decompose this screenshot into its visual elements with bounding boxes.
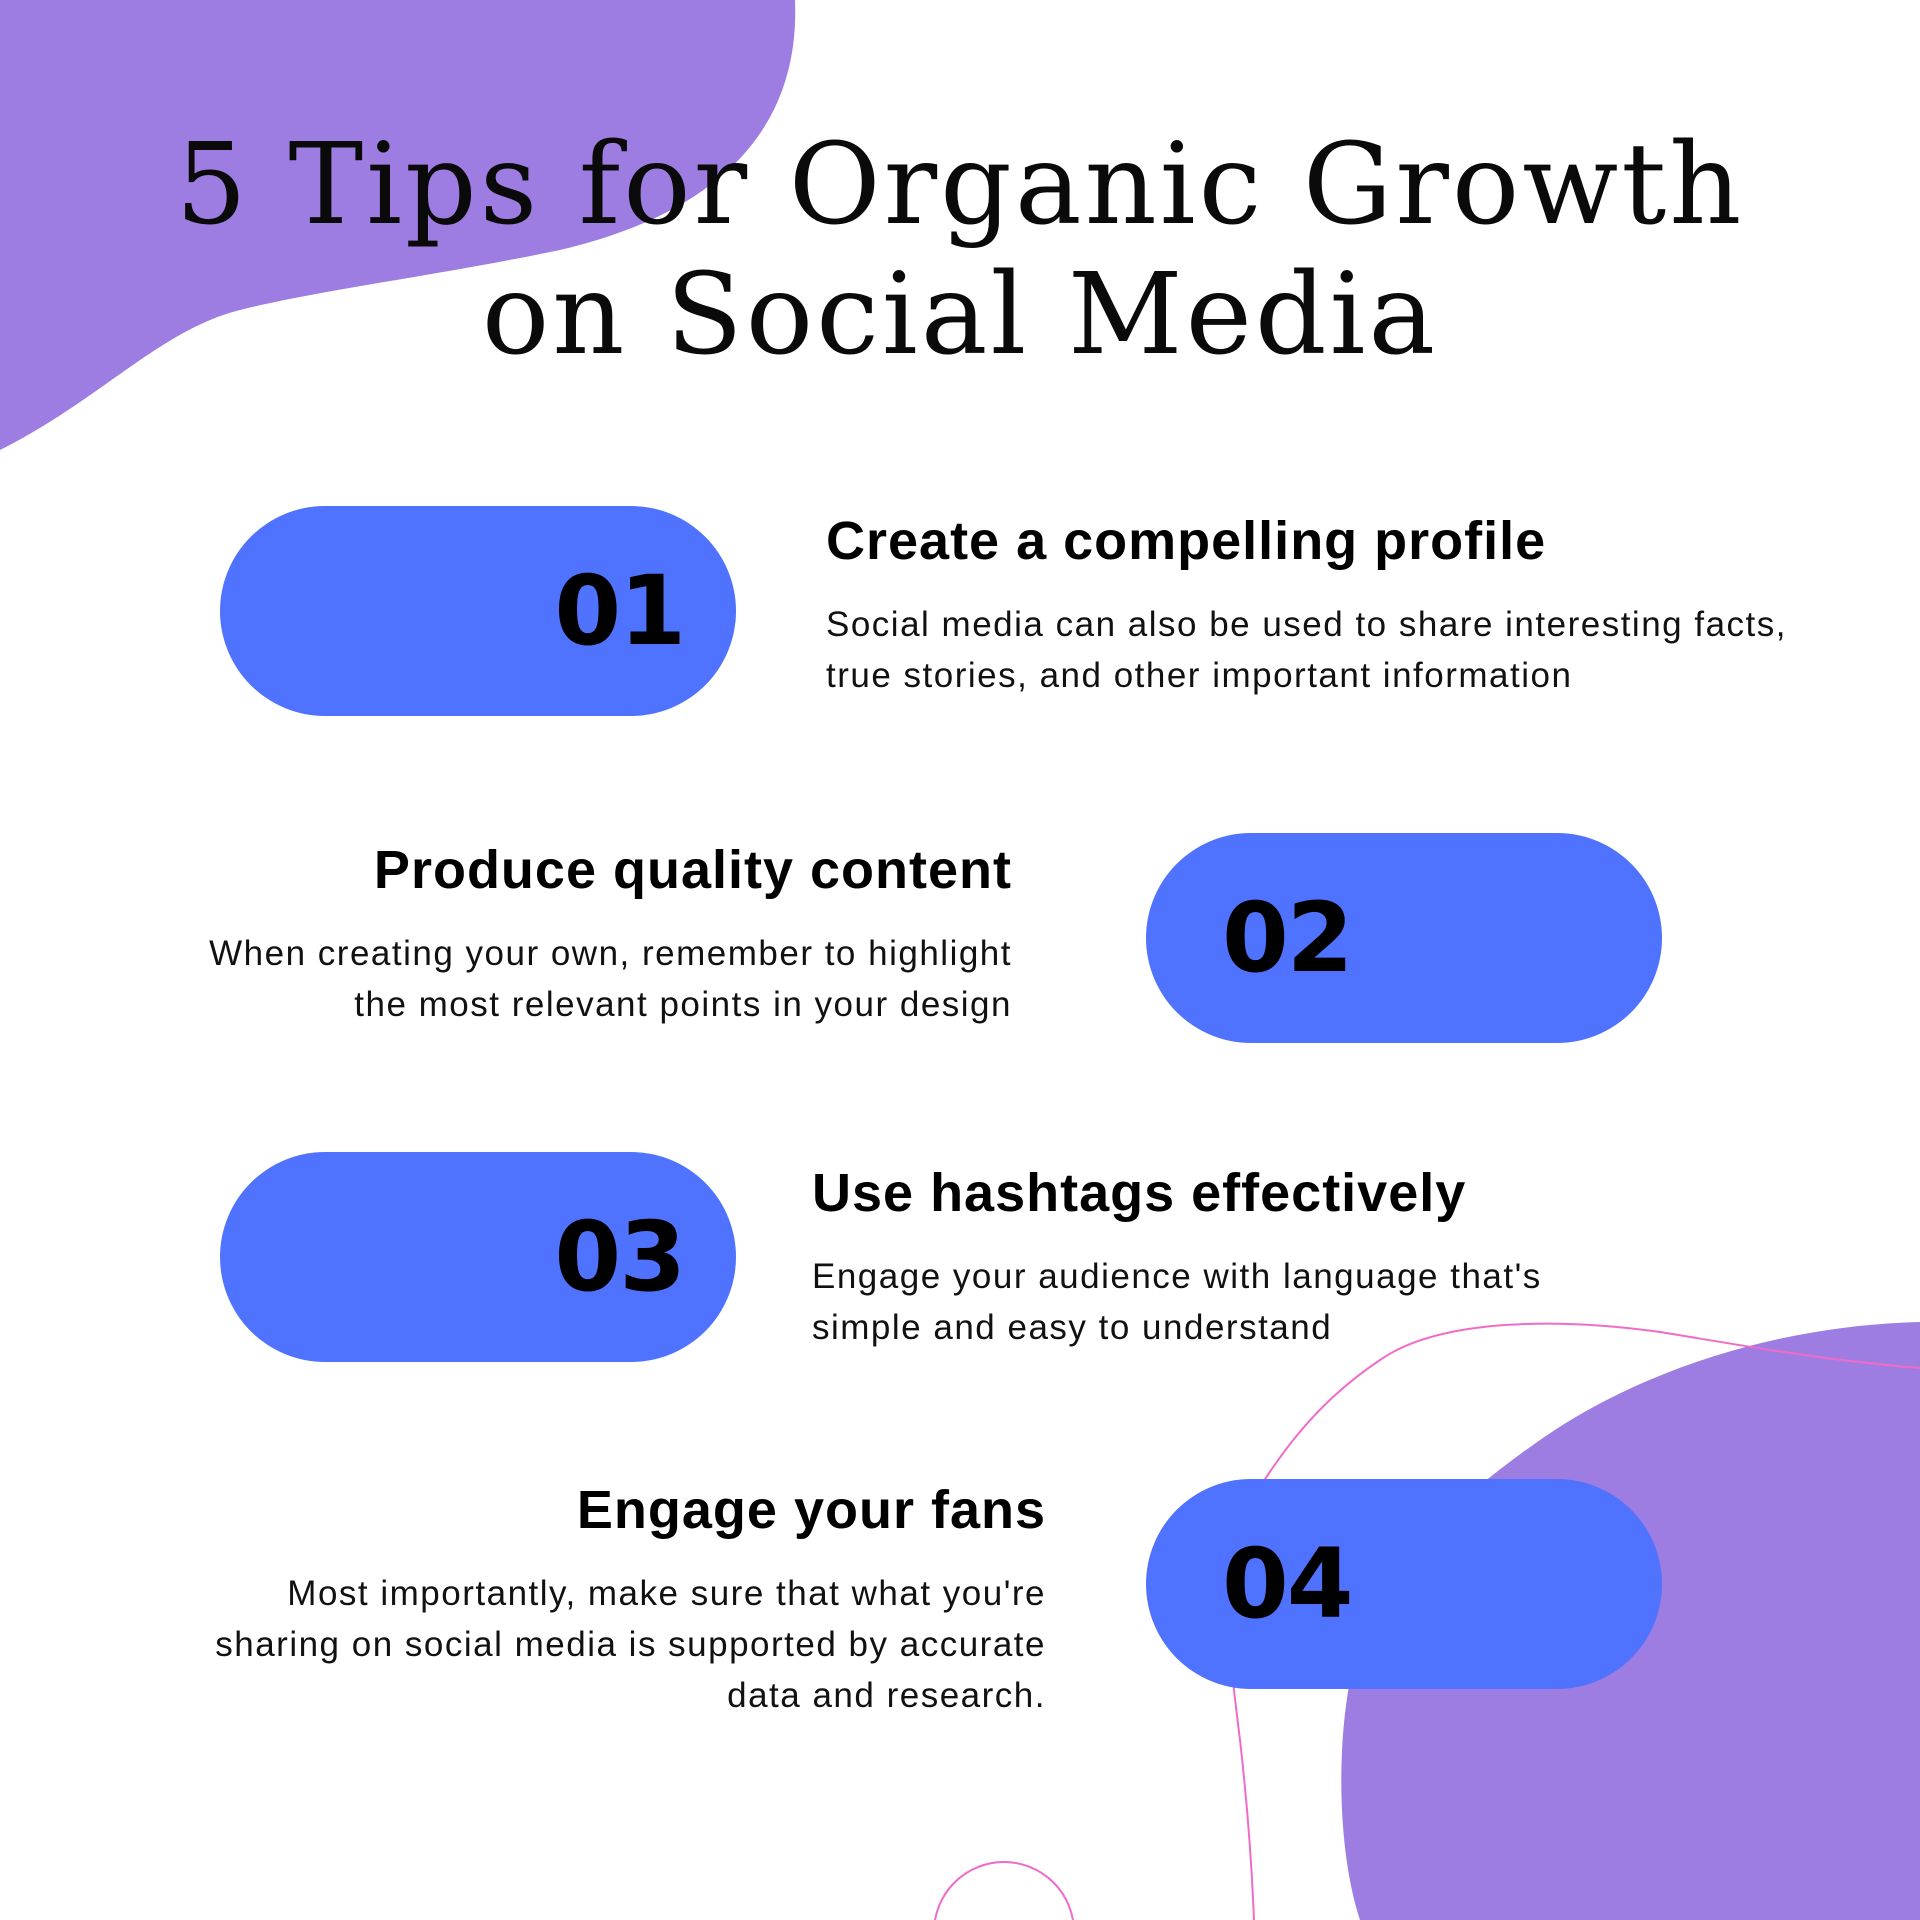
tip-heading-01: Create a compelling profile xyxy=(826,511,1547,571)
tip-body-01: Social media can also be used to share i… xyxy=(826,599,1787,701)
tip-heading-02: Produce quality content xyxy=(373,840,1012,900)
tip-number-03: 03 xyxy=(554,1201,686,1313)
tip-03: Use hashtags effectively Engage your aud… xyxy=(812,1161,1542,1353)
tip-body-04: Most importantly, make sure that what yo… xyxy=(215,1568,1046,1721)
tip-body-03-line-2: simple and easy to understand xyxy=(812,1308,1333,1347)
tip-body-03: Engage your audience with language that'… xyxy=(812,1251,1542,1353)
tip-body-04-line-1: Most importantly, make sure that what yo… xyxy=(287,1574,1046,1613)
tip-body-02-line-1: When creating your own, remember to high… xyxy=(209,934,1012,973)
tip-number-badge-02: 02 xyxy=(1146,833,1662,1043)
tip-body-01-line-1: Social media can also be used to share i… xyxy=(826,605,1787,644)
tip-body-01-line-2: true stories, and other important inform… xyxy=(826,656,1573,695)
title-line-2: on Social Media xyxy=(481,250,1439,380)
tip-body-04-line-2: sharing on social media is supported by … xyxy=(215,1625,1046,1664)
tip-body-04-line-3: data and research. xyxy=(727,1676,1046,1715)
page-title: 5 Tips for Organic Growth on Social Medi… xyxy=(0,120,1920,380)
top-left-purple-blob xyxy=(0,0,796,450)
tip-number-04: 04 xyxy=(1222,1528,1354,1640)
tip-body-03-line-1: Engage your audience with language that'… xyxy=(812,1257,1542,1296)
pink-curve-line xyxy=(1227,1322,1920,1920)
title-line-1: 5 Tips for Organic Growth xyxy=(175,120,1745,250)
tip-body-02-line-2: the most relevant points in your design xyxy=(354,985,1012,1024)
pink-circle-outline xyxy=(934,1861,1074,1920)
tip-number-01: 01 xyxy=(554,555,686,667)
tip-number-badge-03: 03 xyxy=(220,1152,736,1362)
tip-body-02: When creating your own, remember to high… xyxy=(209,928,1012,1030)
tip-number-badge-04: 04 xyxy=(1146,1479,1662,1689)
tip-heading-03: Use hashtags effectively xyxy=(812,1163,1467,1223)
tip-02: Produce quality content When creating yo… xyxy=(209,838,1012,1030)
tip-number-02: 02 xyxy=(1222,882,1354,994)
tip-01: Create a compelling profile Social media… xyxy=(826,509,1787,701)
tip-heading-04: Engage your fans xyxy=(576,1480,1046,1540)
tip-number-badge-01: 01 xyxy=(220,506,736,716)
tip-04: Engage your fans Most importantly, make … xyxy=(215,1478,1046,1721)
